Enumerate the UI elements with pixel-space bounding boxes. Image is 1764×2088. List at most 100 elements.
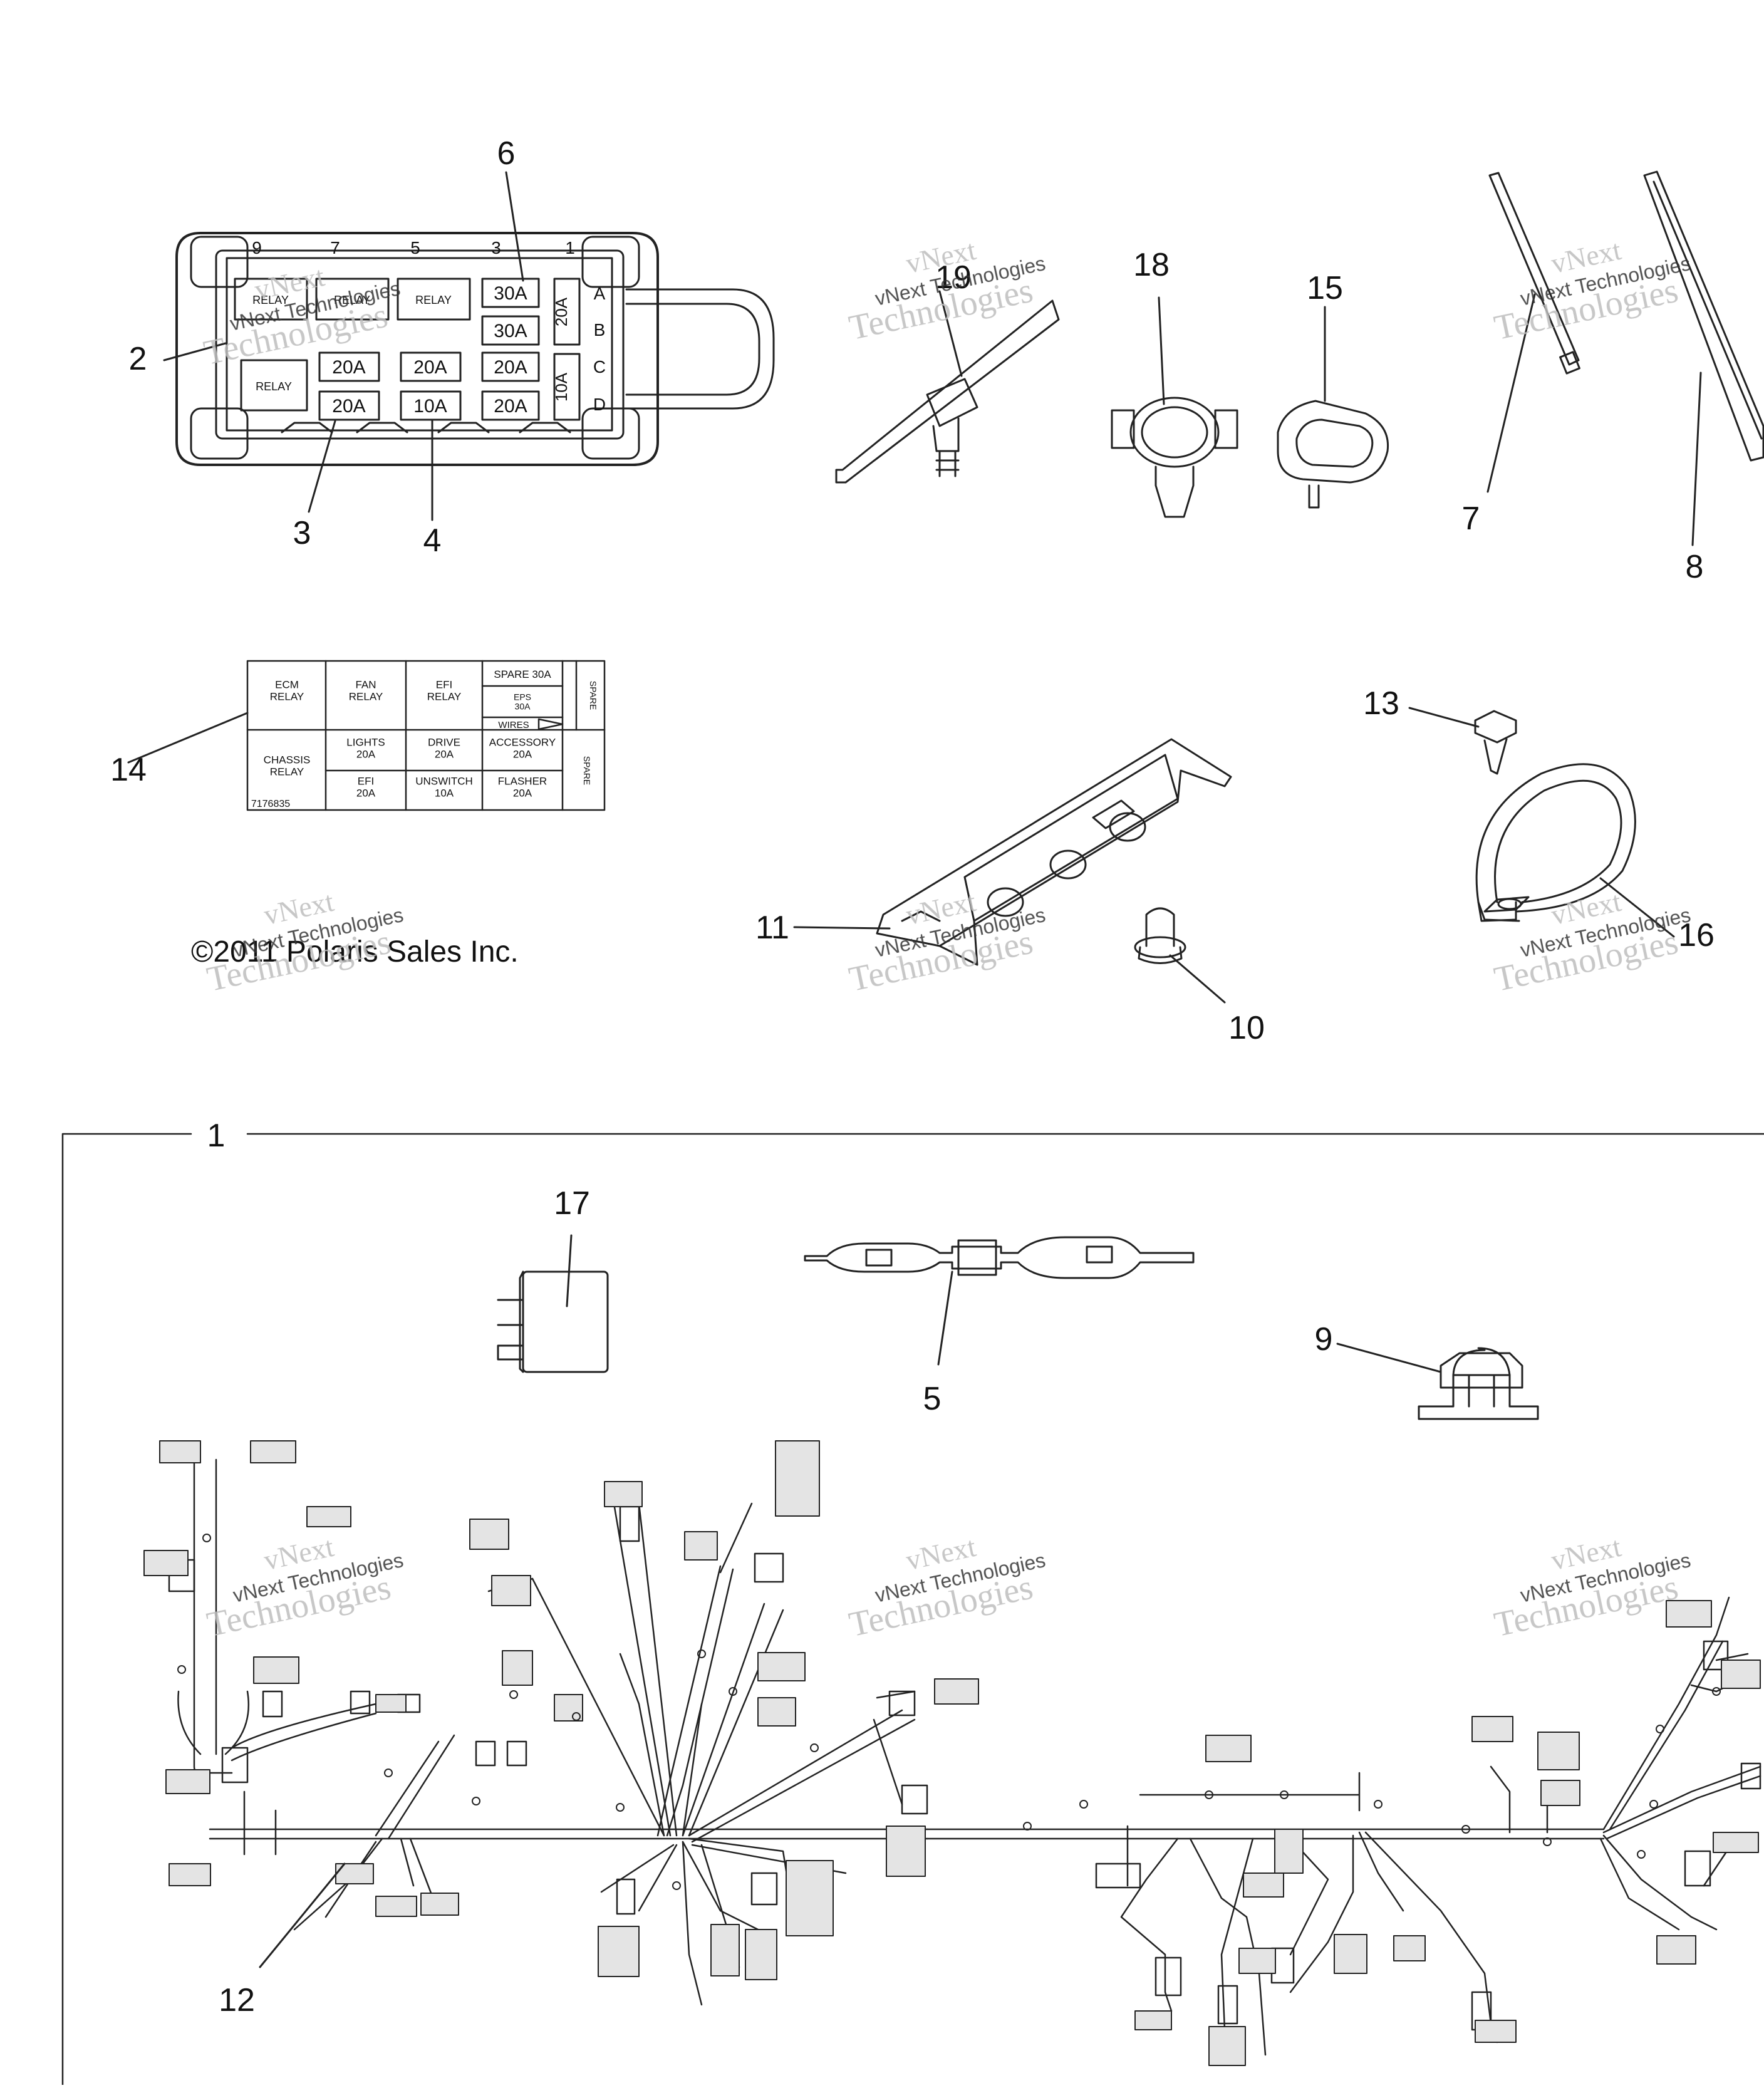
fuse-pos-1: 1 [565, 238, 575, 257]
part-10-push-rivet [1134, 907, 1186, 964]
fuse-30a-second: 30A [494, 321, 527, 341]
leader-14 [127, 712, 249, 764]
decal-spare-bottom: SPARE [582, 756, 592, 785]
fuse-pos-3: 3 [491, 238, 501, 257]
fuse-pos-9: 9 [252, 238, 262, 257]
fuse-d2: 10A [413, 396, 447, 417]
callout-4: 4 [423, 522, 442, 559]
leader-17 [566, 1234, 573, 1307]
watermark-7: vNext vNext Technologies Technologies [204, 1530, 405, 1644]
fuse-row-a: A [594, 284, 606, 303]
fuse-pos-5: 5 [410, 238, 420, 257]
part-9-circuit-breaker [1418, 1347, 1539, 1420]
part-17-relay [497, 1270, 609, 1373]
part-7-cable-tie [1488, 172, 1580, 375]
fuse-box-labels: 9 7 5 3 1 A B C D RELAY RELAY RELAY RELA… [252, 238, 606, 417]
fuse-pos-7: 7 [330, 238, 340, 257]
leader-7 [1486, 293, 1536, 493]
leader-10 [1169, 954, 1226, 1004]
part-15-edge-clip [1277, 400, 1389, 509]
fuse-c2: 20A [413, 357, 447, 378]
watermark-8: vNext vNext Technologies Technologies [846, 1530, 1047, 1644]
callout-13: 13 [1363, 685, 1399, 722]
fuse-c1: 20A [332, 357, 365, 378]
decal-wires: WIRES [498, 720, 529, 730]
fuse-20a-side: 20A [552, 297, 571, 326]
callout-1: 1 [207, 1118, 226, 1154]
watermark-3: vNext vNext Technologies Technologies [1491, 234, 1693, 348]
fuse-10a-side: 10A [552, 372, 571, 402]
watermark-2: vNext vNext Technologies Technologies [846, 234, 1047, 348]
decal-spare-top: SPARE [588, 681, 598, 710]
relay-2-label: RELAY [334, 294, 370, 306]
part-13-screw [1474, 710, 1517, 775]
part-16-p-clamp [1475, 763, 1636, 922]
leader-19 [938, 290, 963, 377]
fuse-d1: 20A [332, 396, 365, 417]
callout-7: 7 [1462, 501, 1480, 537]
leader-5 [937, 1270, 953, 1366]
callout-19: 19 [935, 259, 972, 296]
leader-2 [163, 342, 227, 361]
leader-8 [1691, 371, 1702, 546]
decal-part-no: 7176835 [251, 799, 290, 809]
fuse-row-d: D [593, 395, 606, 414]
part-12-wiring-harness [143, 1440, 1761, 2066]
fuse-box [175, 232, 775, 466]
watermarks: vNext vNext Technologies Technologies vN… [200, 234, 1693, 1644]
watermark-6: vNext vNext Technologies Technologies [1491, 885, 1693, 999]
callout-6: 6 [497, 135, 516, 172]
leader-18 [1158, 296, 1165, 405]
callout-12: 12 [219, 1982, 255, 2018]
callouts: 1 2 3 4 5 6 7 8 9 10 11 12 13 14 15 16 1… [110, 135, 1715, 2018]
fuse-30a-top: 30A [494, 283, 527, 304]
part-19-cable-tie-mount [835, 299, 1060, 484]
callout-2: 2 [129, 341, 147, 377]
callout-10: 10 [1228, 1010, 1265, 1046]
part-5-inline-fuse-holder [804, 1236, 1195, 1279]
leader-6 [505, 171, 524, 282]
fuse-label-decal [246, 660, 606, 811]
callout-16: 16 [1678, 917, 1715, 953]
part-18-clip [1111, 397, 1238, 518]
leader-16 [1599, 877, 1675, 938]
fuse-d3: 20A [494, 396, 527, 417]
callout-3: 3 [293, 515, 311, 551]
leader-12 [259, 1862, 346, 1968]
part-8-cable-tie [1643, 170, 1764, 462]
callout-9: 9 [1315, 1321, 1333, 1358]
callout-8: 8 [1686, 549, 1704, 585]
leader-11 [793, 926, 891, 930]
relay-3-label: RELAY [415, 294, 452, 306]
callout-18: 18 [1133, 247, 1170, 283]
fuse-c3: 20A [494, 357, 527, 378]
decal-spare-30a: SPARE 30A [494, 668, 551, 680]
leader-9 [1336, 1343, 1442, 1373]
callout-5: 5 [923, 1381, 942, 1417]
fuse-row-b: B [594, 320, 606, 340]
callout-17: 17 [554, 1185, 590, 1222]
watermark-5: vNext vNext Technologies Technologies [846, 885, 1047, 999]
leader-3 [308, 420, 336, 513]
callout-14: 14 [110, 752, 147, 788]
relay-1-label: RELAY [252, 294, 289, 306]
assembly-frame [61, 1133, 1764, 2086]
relay-4-label: RELAY [256, 380, 292, 393]
copyright-text: ©2011 Polaris Sales Inc. [191, 935, 519, 969]
callout-15: 15 [1307, 270, 1343, 306]
fuse-row-c: C [593, 357, 606, 377]
leader-13 [1408, 707, 1480, 728]
part-11-bracket [876, 738, 1232, 966]
